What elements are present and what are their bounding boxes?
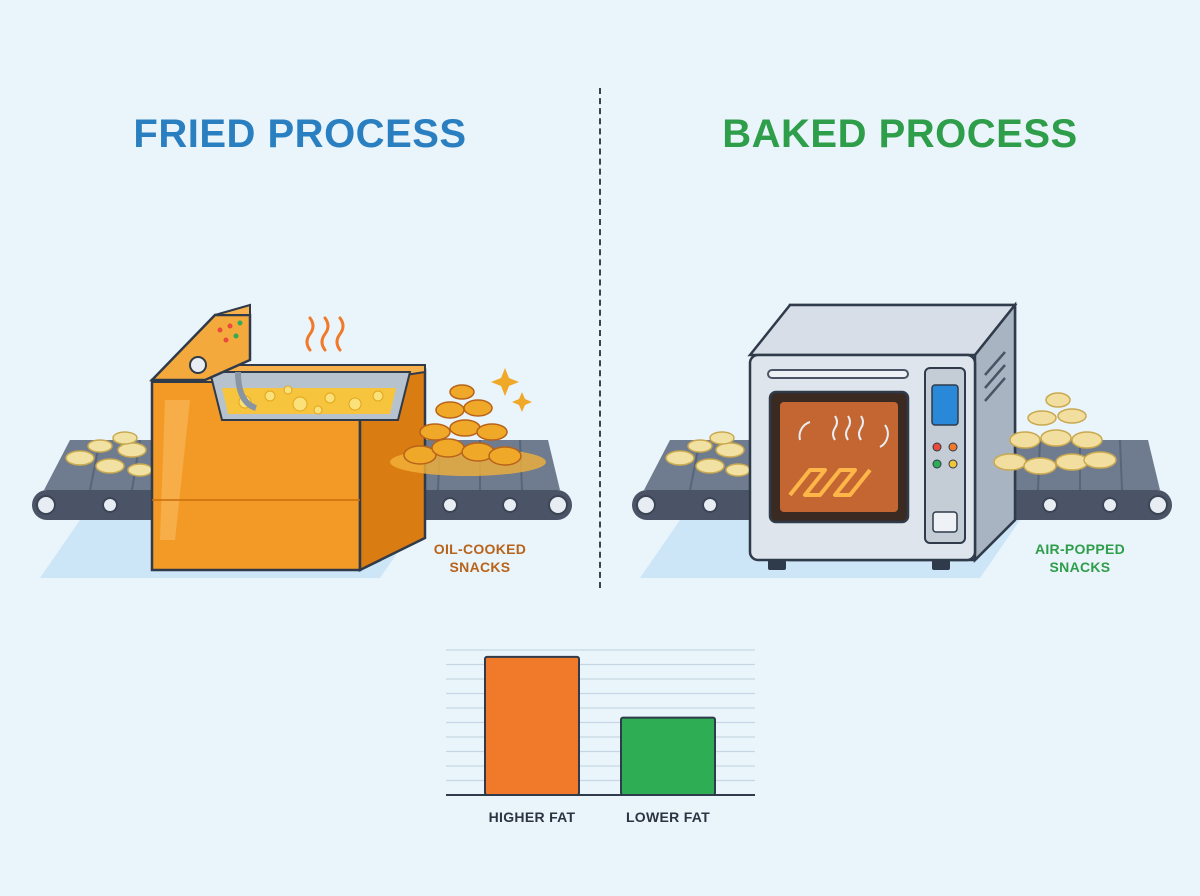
bar-lower-fat — [620, 716, 716, 797]
baked-scene — [632, 301, 1172, 578]
section-divider — [599, 88, 601, 588]
chart-bars — [484, 655, 716, 797]
deep-fryer — [149, 303, 427, 573]
caption-line-1: AIR-POPPED — [1034, 541, 1126, 557]
bar-label-lower-fat: LOWER FAT — [625, 809, 711, 825]
baked-process-title: BAKED PROCESS — [722, 112, 1078, 156]
oil-cooked-snacks-caption: OIL-COOKED SNACKS — [410, 540, 550, 576]
raw-snacks-baked — [665, 431, 751, 477]
air-popped-snacks-pile — [993, 392, 1117, 475]
oil-cooked-snacks-pile — [390, 368, 546, 476]
caption-line-2: SNACKS — [1049, 559, 1111, 575]
bar-higher-fat — [484, 655, 580, 797]
raw-snacks-fried — [65, 431, 153, 477]
caption-line-2: SNACKS — [449, 559, 511, 575]
convection-oven — [747, 301, 1018, 570]
air-popped-snacks-caption: AIR-POPPED SNACKS — [1010, 540, 1150, 576]
fried-process-title: FRIED PROCESS — [133, 112, 467, 156]
caption-line-1: OIL-COOKED — [433, 541, 527, 557]
bar-label-higher-fat: HIGHER FAT — [488, 809, 576, 825]
fried-scene — [32, 303, 572, 578]
